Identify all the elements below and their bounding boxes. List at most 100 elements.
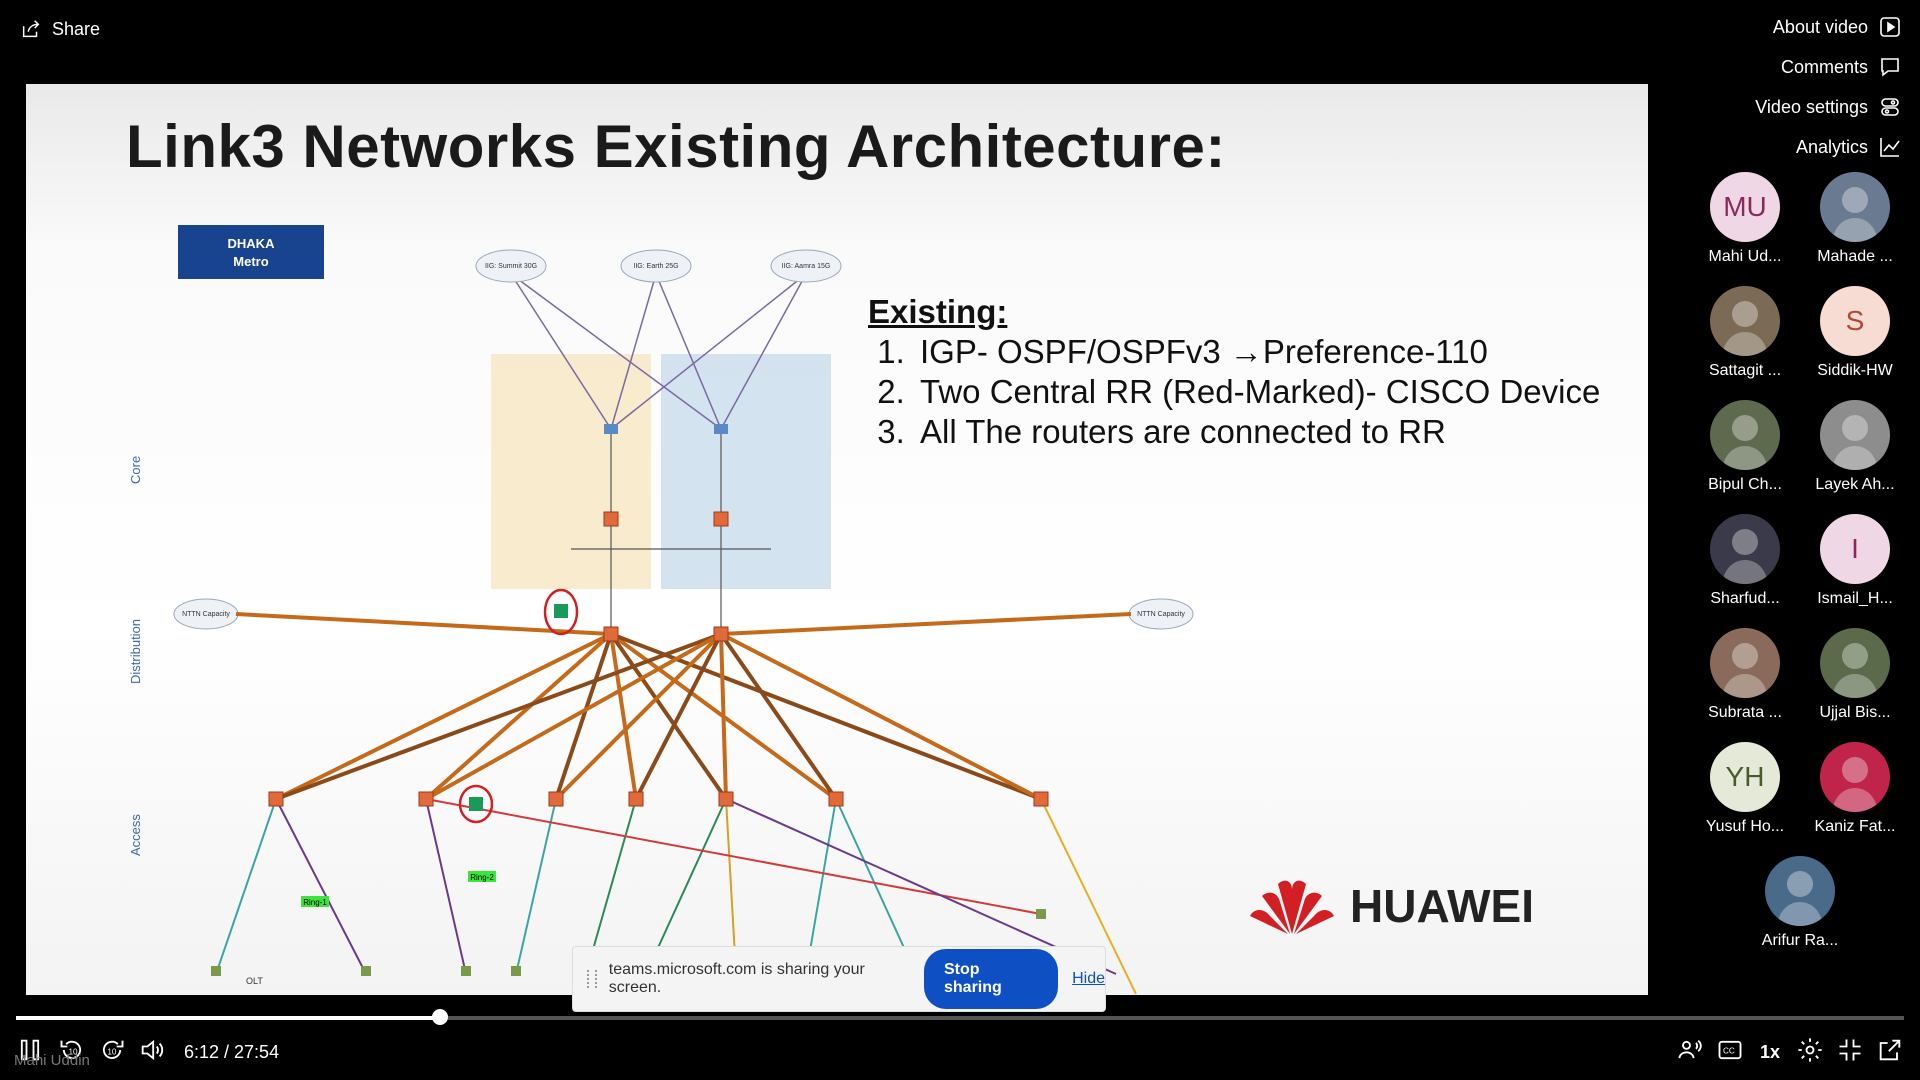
cloud-summit [475, 249, 547, 283]
volume-icon [141, 1039, 164, 1061]
forward-10-button[interactable]: 10 [98, 1036, 126, 1064]
about-video-button[interactable]: About video [1773, 14, 1902, 40]
participant-tile[interactable]: I Ismail_H... [1800, 514, 1910, 608]
analytics-label: Analytics [1795, 136, 1868, 157]
person-photo-icon [1722, 415, 1768, 470]
existing-point: IGP- OSPF/OSPFv3 →Preference-110 [914, 332, 1600, 372]
share-button[interactable]: Share [20, 18, 100, 40]
participant-tile[interactable]: Subrata ... [1690, 628, 1800, 722]
participant-name: Siddik-HW [1817, 362, 1893, 379]
seek-handle[interactable] [432, 1009, 449, 1025]
gear-icon [1798, 1038, 1822, 1062]
distribution-links [235, 612, 1132, 801]
participant-name: Mahade ... [1817, 248, 1893, 265]
participant-tile[interactable]: Arifur Ra... [1762, 856, 1838, 950]
avatar [1710, 628, 1780, 698]
participant-tile[interactable]: Ujjal Bis... [1800, 628, 1910, 722]
iig-clouds [173, 249, 1194, 630]
network-architecture-diagram: IIG: Summit 30G IIG: Earth 25G IIG: Aamr… [173, 249, 1194, 994]
dc-zone-right [661, 354, 831, 589]
person-photo-icon [1722, 301, 1768, 356]
share-icon [22, 20, 40, 38]
avatar: MU [1710, 172, 1780, 242]
cloud-earth-label: IIG: Earth 25G [633, 263, 678, 270]
svg-text:10: 10 [107, 1048, 117, 1057]
hide-link[interactable]: Hide [1072, 970, 1105, 987]
core-links [571, 429, 771, 634]
avatar [1820, 172, 1890, 242]
cc-icon: CC [1718, 1040, 1742, 1060]
switch-nodes [604, 424, 728, 434]
comments-label: Comments [1780, 56, 1868, 77]
player-controls: 10 10 6:12 / 27:54 CC 1x [0, 1030, 1920, 1070]
participant-name: Subrata ... [1708, 704, 1782, 721]
participant-name: Sattagit ... [1708, 362, 1782, 379]
pop-out-icon [1879, 1039, 1901, 1061]
seek-bar-played [16, 1016, 441, 1020]
participant-tile[interactable]: Layek Ah... [1800, 400, 1910, 494]
existing-point: All The routers are connected to RR [914, 412, 1600, 452]
analytics-button[interactable]: Analytics [1796, 134, 1902, 160]
cloud-summit-label: IIG: Summit 30G [485, 263, 537, 270]
participant-name: Arifur Ra... [1761, 932, 1839, 949]
pause-button[interactable] [16, 1036, 44, 1064]
person-photo-icon [1832, 643, 1878, 698]
seek-bar[interactable] [16, 1009, 1904, 1025]
participant-name: Sharfud... [1710, 590, 1780, 607]
rewind-10-button[interactable]: 10 [58, 1036, 86, 1064]
people-speaker-icon [1678, 1039, 1702, 1059]
upstream-links [510, 273, 807, 430]
participants-grid: MU Mahi Ud... Mahade ... Sattagit ... S Siddi… [1690, 172, 1910, 836]
person-photo-icon [1722, 643, 1768, 698]
share-label: Share [52, 18, 101, 39]
comments-button[interactable]: Comments [1781, 54, 1902, 80]
pop-out-button[interactable] [1876, 1036, 1904, 1064]
avatar: S [1820, 286, 1890, 356]
olt-label: OLT [246, 976, 263, 986]
participant-name: Mahi Ud... [1708, 248, 1782, 265]
closed-captions-button[interactable]: CC [1716, 1036, 1744, 1064]
existing-heading: Existing: [868, 293, 1008, 330]
existing-points: IGP- OSPF/OSPFv3 →Preference-110 Two Cen… [868, 332, 1600, 452]
video-settings-button[interactable]: Video settings [1755, 94, 1902, 120]
svg-text:10: 10 [69, 1048, 79, 1057]
playback-time: 6:12 / 27:54 [184, 1042, 280, 1062]
participant-tile[interactable]: Kaniz Fat... [1800, 742, 1910, 836]
playback-speed-button[interactable]: 1x [1760, 1042, 1781, 1062]
top-bar: Share About video Comments Video setting… [0, 0, 1920, 157]
stop-sharing-button[interactable]: Stop sharing [924, 949, 1059, 1009]
participant-tile[interactable]: Sattagit ... [1690, 286, 1800, 380]
existing-notes: Existing: IGP- OSPF/OSPFv3 →Preference-1… [868, 292, 1600, 452]
participant-name: Bipul Ch... [1708, 476, 1782, 493]
rr-router-left [603, 626, 619, 642]
participant-name: Kaniz Fat... [1814, 818, 1896, 835]
participant-tile[interactable]: S Siddik-HW [1800, 286, 1910, 380]
participant-tile[interactable]: Sharfud... [1690, 514, 1800, 608]
slide-title: Link3 Networks Existing Architecture: [126, 113, 1226, 180]
exit-fullscreen-button[interactable] [1836, 1036, 1864, 1064]
cloud-aamra-label: IIG: Aamra 15G [782, 263, 831, 270]
ring-1-label: Ring-1 [303, 898, 327, 907]
access-links [215, 798, 1137, 994]
person-photo-icon [1832, 415, 1878, 470]
participants-last-row: Arifur Ra... [1690, 856, 1910, 950]
participant-tile[interactable]: Mahade ... [1800, 172, 1910, 266]
dhaka-label: DHAKA [227, 236, 275, 251]
participant-tile[interactable]: MU Mahi Ud... [1690, 172, 1800, 266]
rr-markers [458, 588, 579, 824]
avatar [1710, 286, 1780, 356]
avatar [1765, 856, 1835, 926]
ring-2-label: Ring-2 [470, 873, 494, 882]
participant-name: Ismail_H... [1817, 590, 1893, 607]
video-settings-label: Video settings [1755, 96, 1868, 117]
participant-tile[interactable]: Bipul Ch... [1690, 400, 1800, 494]
drag-handle[interactable] [587, 970, 597, 988]
person-photo-icon [1832, 187, 1878, 242]
captions-people-button[interactable] [1676, 1036, 1704, 1064]
settings-button[interactable] [1796, 1036, 1824, 1064]
avatar [1710, 400, 1780, 470]
volume-button[interactable] [138, 1036, 166, 1064]
avatar: I [1820, 514, 1890, 584]
person-photo-icon [1777, 871, 1823, 926]
